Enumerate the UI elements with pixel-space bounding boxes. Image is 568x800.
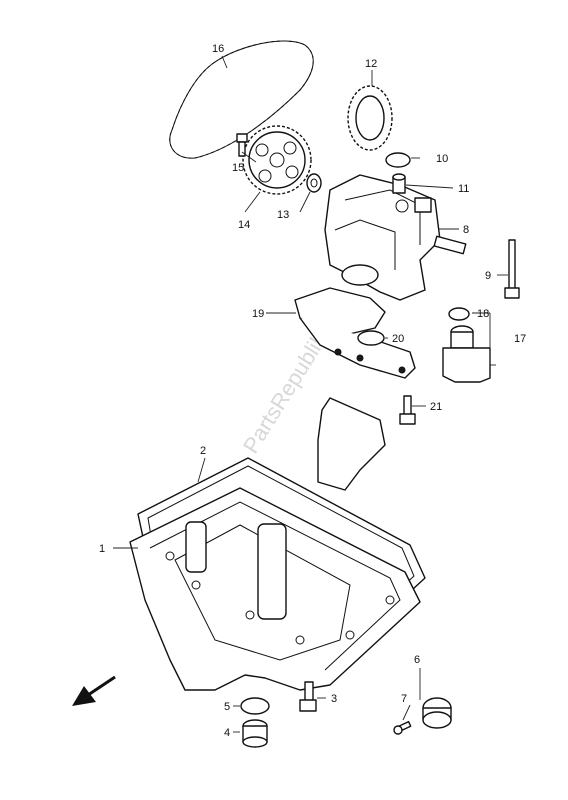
callout-19[interactable]: 19 [252, 308, 264, 320]
callout-21[interactable]: 21 [430, 401, 442, 413]
callout-16[interactable]: 16 [212, 43, 224, 55]
callout-1[interactable]: 1 [99, 543, 105, 555]
front-direction-arrow [72, 675, 116, 706]
part-1-oil-pan[interactable] [129, 487, 421, 691]
callout-9[interactable]: 9 [485, 270, 491, 282]
callout-labels: 16 12 10 11 15 13 14 8 9 19 18 20 17 21 … [99, 43, 526, 739]
callout-8[interactable]: 8 [463, 224, 469, 236]
part-8-oil-pump[interactable] [324, 174, 467, 301]
callout-13[interactable]: 13 [277, 209, 289, 221]
part-21-bolt[interactable] [399, 395, 416, 425]
part-9-bolt[interactable] [504, 239, 520, 299]
callout-2[interactable]: 2 [200, 445, 206, 457]
part-13-washer[interactable] [306, 173, 322, 193]
callout-18[interactable]: 18 [477, 308, 489, 320]
callout-4[interactable]: 4 [224, 727, 230, 739]
callout-20[interactable]: 20 [392, 333, 404, 345]
part-20-oring[interactable] [357, 330, 385, 346]
callout-17[interactable]: 17 [514, 333, 526, 345]
callout-3[interactable]: 3 [331, 693, 337, 705]
part-5-gasket[interactable] [240, 697, 270, 715]
callout-10[interactable]: 10 [436, 153, 448, 165]
callout-5[interactable]: 5 [224, 701, 230, 713]
callout-15[interactable]: 15 [232, 162, 244, 174]
part-14-sprocket[interactable] [242, 125, 312, 195]
callout-11[interactable]: 11 [458, 183, 469, 195]
part-7-screw[interactable] [393, 720, 412, 735]
part-16-chain[interactable] [169, 40, 314, 159]
part-4-drain-plug[interactable] [242, 719, 268, 748]
callout-7[interactable]: 7 [401, 693, 407, 705]
part-19-strainer[interactable] [294, 287, 416, 491]
part-6-sensor[interactable] [422, 697, 452, 729]
leader-lines [113, 55, 508, 733]
part-10-oring[interactable] [385, 152, 411, 168]
part-17-valve[interactable] [442, 325, 491, 383]
callout-12[interactable]: 12 [365, 58, 377, 70]
part-12-sprocket[interactable] [347, 85, 393, 151]
part-3-bolt[interactable] [299, 681, 317, 712]
part-11-pin[interactable] [392, 173, 406, 194]
callout-14[interactable]: 14 [238, 219, 250, 231]
part-15-bolt[interactable] [236, 133, 248, 157]
part-18-oring[interactable] [448, 307, 470, 321]
callout-6[interactable]: 6 [414, 654, 420, 666]
